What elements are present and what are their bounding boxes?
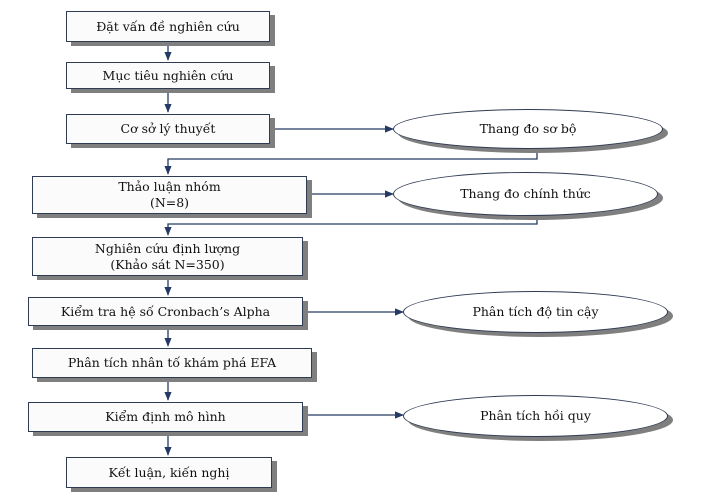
step-label: Cơ sở lý thuyết [120, 121, 216, 137]
output-label: Phân tích độ tin cậy [472, 304, 599, 320]
step-label: Thảo luận nhóm (N=8) [118, 179, 221, 210]
output-reliability-analysis: Phân tích độ tin cậy [403, 291, 668, 333]
step-label: Phân tích nhân tố khám phá EFA [67, 355, 277, 371]
step-model-testing: Kiểm định mô hình [28, 402, 303, 432]
step-conclusion: Kết luận, kiến nghị [66, 457, 272, 488]
step-define-research-problem: Đặt vấn đề nghiên cứu [66, 11, 270, 42]
connector-oval1-step4 [164, 149, 538, 175]
step-label: Kiểm định mô hình [105, 409, 226, 425]
step-label: Mục tiêu nghiên cứu [102, 67, 234, 83]
output-label: Thang đo sơ bộ [479, 121, 577, 137]
step-label: Nghiên cứu định lượng (Khảo sát N=350) [94, 240, 241, 272]
step-theoretical-basis: Cơ sở lý thuyết [66, 114, 270, 144]
step-label: Kết luận, kiến nghị [108, 464, 230, 480]
output-label: Phân tích hồi quy [480, 408, 591, 424]
step-group-discussion: Thảo luận nhóm (N=8) [32, 176, 307, 214]
output-preliminary-scale: Thang đo sơ bộ [393, 109, 663, 149]
connector-oval2-step5 [164, 216, 538, 236]
step-cronbach-alpha: Kiểm tra hệ số Cronbach’s Alpha [28, 297, 303, 326]
output-official-scale: Thang đo chính thức [393, 172, 658, 216]
step-efa-analysis: Phân tích nhân tố khám phá EFA [32, 348, 312, 378]
step-quantitative-research: Nghiên cứu định lượng (Khảo sát N=350) [32, 237, 303, 276]
output-regression-analysis: Phân tích hồi quy [403, 395, 668, 437]
step-label: Đặt vấn đề nghiên cứu [96, 18, 240, 34]
output-label: Thang đo chính thức [460, 186, 591, 202]
step-research-objectives: Mục tiêu nghiên cứu [66, 62, 270, 89]
step-label: Kiểm tra hệ số Cronbach’s Alpha [60, 303, 271, 319]
